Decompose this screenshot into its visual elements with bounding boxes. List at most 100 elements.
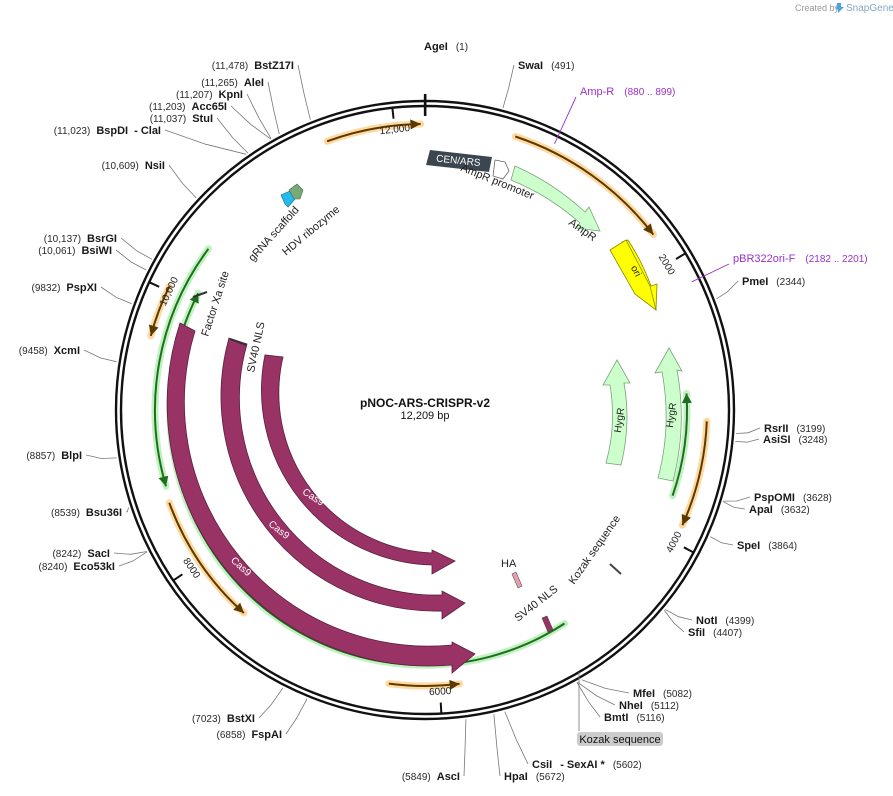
site-name: RsrII bbox=[764, 423, 788, 435]
restriction-site[interactable]: AgeI(1) bbox=[424, 41, 468, 53]
site-position: (8242) bbox=[52, 549, 81, 560]
site-position: (11,207) bbox=[176, 90, 213, 101]
kozak-label: Kozak sequence bbox=[567, 513, 623, 587]
tick-mark bbox=[148, 281, 160, 288]
site-name: SacI bbox=[87, 548, 110, 560]
site-position: (9458) bbox=[19, 346, 48, 357]
restriction-site[interactable]: NheI (5112) bbox=[619, 700, 679, 712]
site-position: (491) bbox=[551, 61, 574, 72]
site-name: BsrGI bbox=[87, 233, 117, 245]
hdv-ribozyme-arrow bbox=[288, 183, 304, 200]
restriction-site[interactable]: CsiI- SexAI *(5602) bbox=[532, 759, 642, 771]
site-leader-line bbox=[85, 454, 117, 459]
restriction-site[interactable]: BstXI(7023) bbox=[192, 713, 255, 725]
restriction-site[interactable]: AscI(5849) bbox=[402, 771, 460, 783]
feature-track-arrowhead bbox=[643, 223, 654, 235]
site-position: (11,023) bbox=[54, 126, 91, 137]
site-name: BsiWI bbox=[81, 245, 112, 257]
ampr-arrow bbox=[510, 165, 601, 232]
restriction-site[interactable]: SacI (8242) bbox=[52, 548, 110, 560]
site-name: Bsu36I bbox=[86, 507, 122, 519]
site-name: ApaI bbox=[749, 504, 773, 516]
site-leader-line bbox=[504, 711, 529, 765]
tick-label: 4000 bbox=[664, 530, 684, 555]
hygr-arrow-outer bbox=[654, 347, 683, 482]
site-position: (11,265) bbox=[201, 78, 238, 89]
restriction-site[interactable]: BsrGI(10,137) bbox=[44, 233, 117, 245]
site-name: NheI bbox=[619, 700, 643, 712]
site-leader-line bbox=[100, 286, 132, 305]
restriction-site[interactable]: SpeI(3864) bbox=[737, 540, 797, 552]
restriction-site[interactable]: PspXI(9832) bbox=[32, 282, 97, 294]
restriction-site[interactable]: AleI(11,265) bbox=[201, 77, 264, 89]
restriction-site[interactable]: BsiWI(10,061) bbox=[38, 245, 112, 257]
restriction-site[interactable]: AsiSI(3248) bbox=[763, 434, 827, 446]
restriction-site[interactable]: Bsu36I (8539) bbox=[51, 507, 122, 519]
tick-label: 2000 bbox=[656, 252, 677, 277]
site-layer: AgeI(1) SwaI (491) PmeI(2344) RsrII(3199)Asi… bbox=[19, 41, 868, 783]
site-leader-line bbox=[246, 93, 272, 139]
site-name: BlpI bbox=[61, 450, 82, 462]
site-leader-line bbox=[581, 679, 630, 694]
restriction-site[interactable]: FspAI(6858) bbox=[217, 729, 282, 741]
site-leader-line bbox=[164, 129, 247, 155]
site-leader-line bbox=[710, 536, 734, 546]
restriction-site[interactable]: RsrII(3199) bbox=[764, 423, 825, 435]
restriction-site[interactable]: SwaI (491) bbox=[518, 60, 574, 72]
site-leader-line bbox=[216, 117, 249, 154]
site-position: (8539) bbox=[51, 508, 80, 519]
restriction-site[interactable]: HpaI(5672) bbox=[504, 771, 565, 783]
restriction-site[interactable]: ApaI (3632) bbox=[749, 504, 810, 516]
primer-label[interactable]: Amp-R(880 .. 899) bbox=[580, 86, 675, 98]
restriction-site[interactable]: MfeI(5082) bbox=[633, 688, 692, 700]
primer-range: (2182 .. 2201) bbox=[805, 254, 867, 265]
tick-mark bbox=[439, 702, 443, 714]
ha-label: HA bbox=[501, 558, 517, 570]
restriction-site[interactable]: BlpI(8857) bbox=[26, 450, 82, 462]
site-position: (6858) bbox=[217, 730, 246, 741]
site-name: SfiI bbox=[688, 627, 705, 639]
cen-ars-label: CEN/ARS bbox=[436, 154, 482, 170]
site-leader-line bbox=[723, 501, 746, 510]
site-leader-line bbox=[125, 507, 129, 513]
site-leader-line bbox=[577, 681, 616, 706]
site-name: BstZ17I bbox=[254, 60, 294, 72]
restriction-site[interactable]: PmeI(2344) bbox=[742, 276, 805, 288]
site-name: NotI bbox=[696, 615, 717, 627]
restriction-site[interactable]: BstZ17I(11,478) bbox=[212, 60, 294, 72]
restriction-site[interactable]: Acc65I(11,203) bbox=[149, 101, 227, 113]
site-position: (3632) bbox=[781, 505, 810, 516]
primer-name: Amp-R bbox=[580, 86, 614, 98]
restriction-site[interactable]: Eco53kI(8240) bbox=[39, 561, 116, 573]
site-name: SwaI bbox=[518, 60, 543, 72]
site-position: (4399) bbox=[725, 616, 754, 627]
restriction-site[interactable]: XcmI(9458) bbox=[19, 345, 80, 357]
restriction-site[interactable]: PspOMI(3628) bbox=[754, 492, 832, 504]
site-leader-line bbox=[716, 280, 739, 300]
site-position: (11,203) bbox=[149, 102, 186, 113]
sv40-nls-label-right: SV40 NLS bbox=[512, 583, 560, 624]
cas9-arrow-outer bbox=[166, 322, 476, 674]
feature-track-arrowhead bbox=[681, 513, 692, 526]
site-position: (1) bbox=[456, 42, 468, 53]
site-leader-line bbox=[230, 105, 271, 140]
primer-label[interactable]: pBR322ori-F(2182 .. 2201) bbox=[733, 253, 868, 265]
restriction-site[interactable]: StuI(11,037) bbox=[150, 113, 213, 125]
site-position: (5112) bbox=[651, 701, 679, 712]
site-position: (5602) bbox=[613, 760, 642, 771]
restriction-site[interactable]: NsiI(10,609) bbox=[102, 160, 165, 172]
site-leader-line bbox=[120, 237, 153, 260]
site-leader-line bbox=[285, 698, 308, 735]
restriction-site[interactable]: NotI (4399) bbox=[696, 615, 754, 627]
restriction-site[interactable]: BmtI(5116) bbox=[604, 712, 665, 724]
plasmid-length: 12,209 bp bbox=[401, 410, 450, 422]
site-position: (4407) bbox=[713, 628, 742, 639]
site-position: (5849) bbox=[402, 772, 431, 783]
site-leader-line bbox=[736, 427, 761, 434]
feature-track-arrowhead bbox=[410, 119, 421, 130]
restriction-site[interactable]: SfiI (4407) bbox=[688, 627, 742, 639]
site-leader-line bbox=[723, 496, 751, 502]
restriction-site[interactable]: KpnI(11,207) bbox=[176, 89, 243, 101]
